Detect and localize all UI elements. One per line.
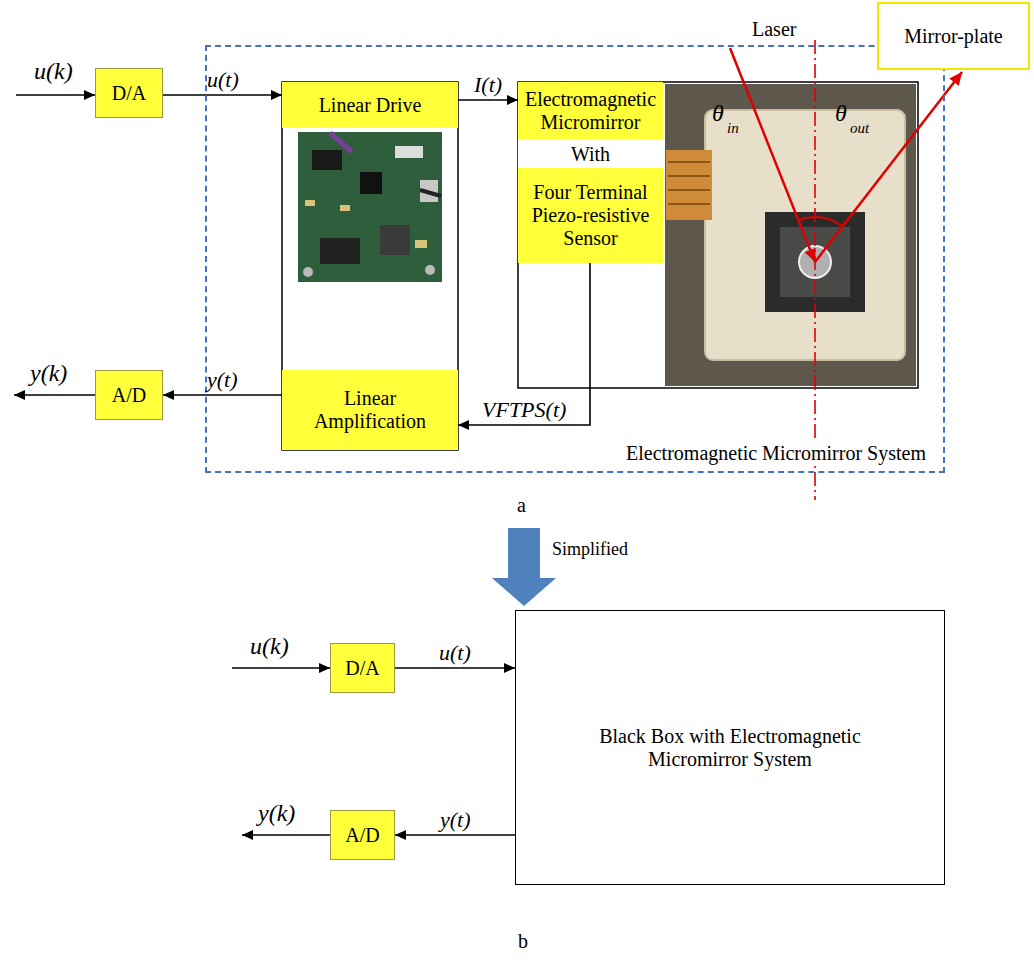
pcb-part: [305, 200, 315, 206]
micromirror-photo: [665, 84, 916, 386]
signal-name: I(t): [474, 73, 502, 97]
signal-name: y(k): [258, 800, 295, 826]
node-label: Mirror-plate: [904, 25, 1002, 48]
signal-connector: [163, 394, 282, 396]
simplify-arrow: [492, 528, 556, 606]
node-label: Linear Drive: [319, 94, 422, 117]
pcb-chip: [360, 172, 382, 194]
pcb-chip: [312, 150, 342, 170]
step-label: Simplified: [552, 540, 628, 560]
node-label: Four Terminal Piezo-resistive Sensor: [524, 181, 657, 250]
output-arrow: [14, 394, 95, 396]
input-arrow: [232, 667, 330, 669]
signal-connector: [395, 834, 515, 836]
part-label: b: [518, 930, 528, 952]
signal-connector: [458, 263, 590, 425]
node-label: Electromagnetic Micromirror: [522, 88, 659, 134]
reflected-laser: [815, 72, 962, 262]
angle-arc: [798, 217, 815, 220]
photo-ground: [665, 84, 916, 386]
driver-box: [282, 82, 458, 450]
pcb-chip: [320, 238, 360, 264]
pcb-hole: [425, 265, 435, 275]
pcb-photo: [298, 132, 442, 282]
signal-name: VFTPS(t): [482, 398, 566, 422]
driver-band: Linear Drive: [282, 82, 458, 128]
node-label: With: [571, 143, 610, 166]
flex-trace: [668, 175, 710, 177]
converter-box: A/D: [95, 370, 163, 420]
amplifier-band: Linear Amplification: [282, 370, 458, 450]
node-label: A/D: [345, 824, 379, 847]
node-label: Black Box with Electromagnetic Micromirr…: [576, 725, 884, 771]
angle-subscript: in: [727, 120, 739, 137]
pcb-wire: [420, 190, 441, 196]
converter-box: A/D: [330, 810, 395, 860]
input-arrow: [16, 94, 95, 96]
pcb-part: [395, 146, 423, 158]
angle-symbol: θ: [712, 100, 724, 126]
node-label: Linear Amplification: [307, 387, 433, 433]
normal-line: [814, 40, 816, 500]
micromirror-box: [518, 82, 918, 388]
signal-connector: [395, 667, 515, 669]
flex-trace: [668, 161, 710, 163]
flex-trace: [668, 203, 710, 205]
angle-arc: [815, 217, 843, 226]
node-label: D/A: [345, 657, 379, 680]
sensor-band: Four Terminal Piezo-resistive Sensor: [518, 168, 663, 263]
laser-label: Laser: [752, 18, 796, 40]
mirror-plate-box: Mirror-plate: [877, 2, 1030, 70]
flex-cable: [666, 150, 712, 220]
pcb-board: [298, 132, 442, 282]
pcb-part: [415, 240, 427, 248]
signal-name: u(k): [34, 58, 73, 84]
region-label: Electromagnetic Micromirror System: [623, 442, 929, 465]
system-region: Electromagnetic Micromirror System Linear…: [205, 45, 945, 473]
signal-name: y(t): [440, 808, 471, 832]
signal-connector: [458, 99, 518, 101]
joiner-band: With: [518, 140, 663, 168]
pcb-part: [340, 205, 350, 211]
angle-subscript: out: [850, 120, 869, 137]
output-arrow: [242, 834, 330, 836]
micromirror-band: Electromagnetic Micromirror: [518, 82, 663, 140]
signal-name: u(t): [439, 641, 471, 665]
pcb-chip: [380, 225, 410, 255]
signal-connector: [163, 94, 282, 96]
signal-name: u(k): [250, 633, 289, 659]
converter-box: D/A: [330, 643, 395, 693]
pcb-hole: [303, 267, 313, 277]
signal-name: y(k): [30, 360, 67, 386]
pcb-wire: [330, 133, 352, 152]
converter-box: D/A: [95, 68, 163, 118]
flex-trace: [668, 189, 710, 191]
signal-name: y(t): [207, 368, 238, 392]
signal-name: u(t): [207, 68, 239, 92]
black-box: Black Box with Electromagnetic Micromirr…: [515, 610, 945, 885]
node-label: A/D: [112, 384, 146, 407]
angle-symbol: θ: [835, 100, 847, 126]
part-label: a: [517, 494, 526, 516]
node-label: D/A: [112, 82, 146, 105]
incident-laser: [730, 48, 815, 262]
